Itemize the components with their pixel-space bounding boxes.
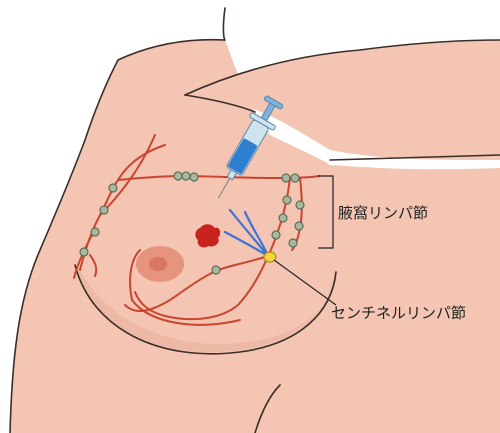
lymph-node [190,173,198,181]
lymph-node [291,174,299,182]
lymph-node [295,222,303,230]
axillary-lymph-nodes-label: 腋窩リンパ節 [338,204,428,222]
lymph-node [91,228,99,236]
lymph-node [296,201,304,209]
lymph-node [282,174,290,182]
lymph-node [182,172,190,180]
sentinel-lymph-node-label: センチネルリンパ節 [331,304,466,322]
lymph-node [279,214,287,222]
lymph-node [109,184,117,192]
nipple [149,257,167,271]
lymph-node [100,206,108,214]
lymph-node [272,231,280,239]
lymph-node [174,172,182,180]
lymph-node [80,248,88,256]
lymph-node [212,266,220,274]
lymph-node [283,196,291,204]
lymph-node [289,239,297,247]
shoulder-line [223,8,225,40]
